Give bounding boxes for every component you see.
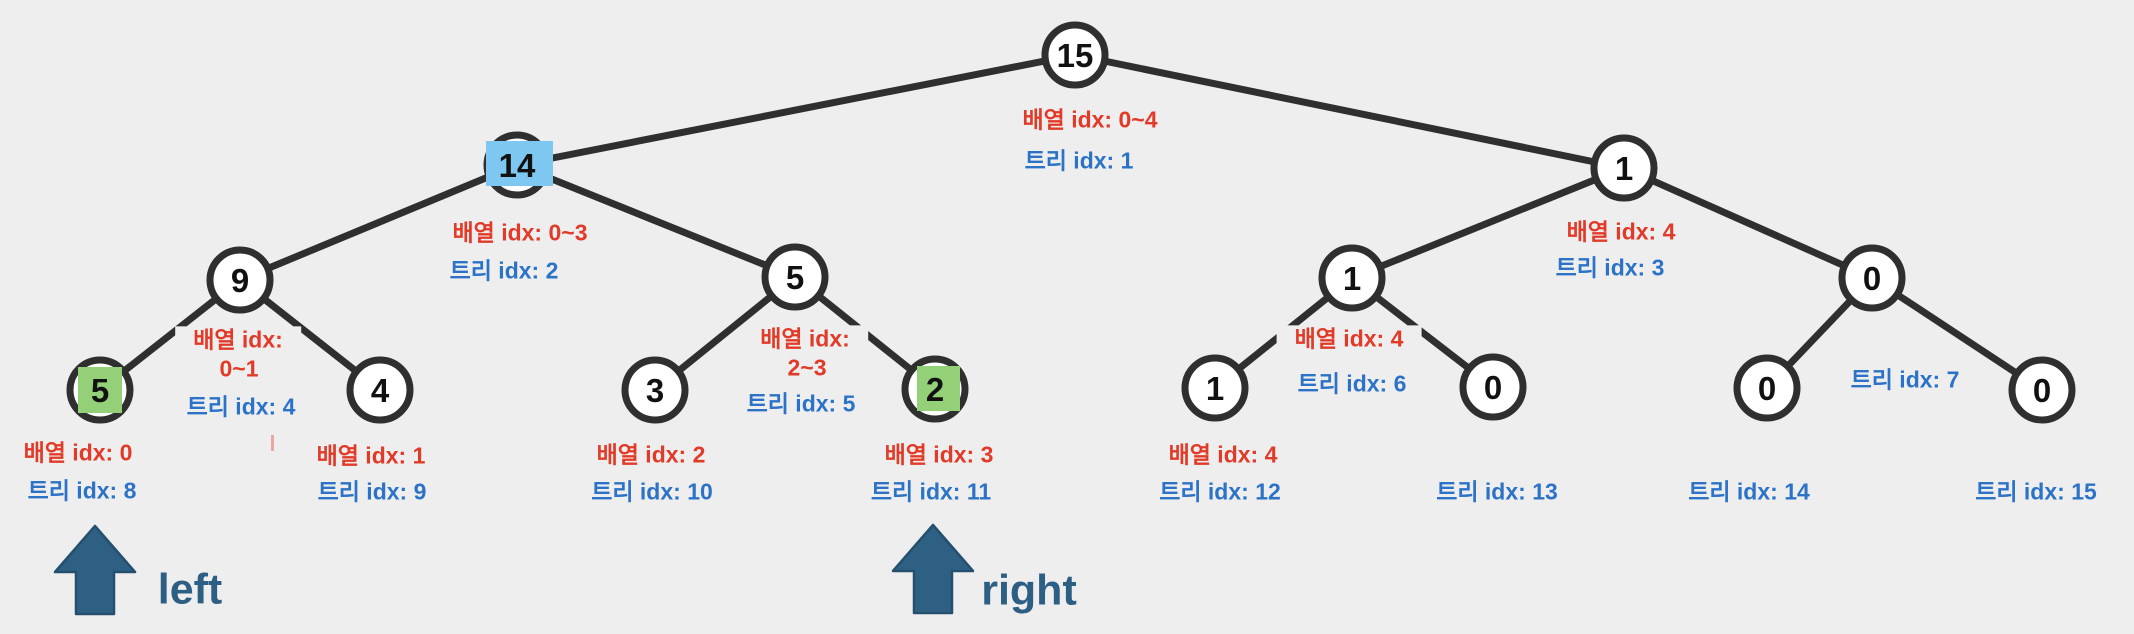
array-idx-label: 배열 idx: 4 <box>1276 325 1422 353</box>
tree-idx-label: 트리 idx: 12 <box>1159 478 1281 505</box>
tree-idx-label: 트리 idx: 11 <box>870 478 992 505</box>
array-idx-label: 배열 idx: <box>175 326 301 354</box>
left-arrow-label: left <box>157 565 223 614</box>
tree-idx-label: 트리 idx: 15 <box>1975 478 2097 505</box>
tree-edge <box>1868 274 2046 394</box>
array-idx-label: 배열 idx: 4 <box>1566 218 1676 245</box>
tree-edge <box>1071 51 1628 172</box>
tree-idx-label: 트리 idx: 6 <box>1279 370 1425 398</box>
array-idx-label: 배열 idx: 2 <box>596 441 706 468</box>
tree-node-value: 0 <box>1863 260 1881 297</box>
tree-node-value: 5 <box>91 372 109 409</box>
left-arrow-icon <box>53 524 137 616</box>
tree-node-circle <box>1181 354 1249 422</box>
tree-node-circle <box>2008 356 2076 424</box>
tree-node-value: 0 <box>1758 370 1776 407</box>
array-idx-label: 배열 idx: 4 <box>1168 441 1278 468</box>
tree-node-value: 5 <box>786 259 804 296</box>
tree-idx-label: 트리 idx: 2 <box>449 257 559 284</box>
tree-idx-label: 트리 idx: 1 <box>1024 147 1134 174</box>
array-idx-label: 배열 idx: <box>742 325 868 353</box>
array-idx-label: 배열 idx: 0~4 <box>1022 106 1158 133</box>
tree-node-circle <box>761 243 829 311</box>
tree-node-value: 15 <box>1057 37 1094 74</box>
tree-idx-label: 트리 idx: 9 <box>317 478 427 505</box>
tree-node-value: 2 <box>926 371 944 408</box>
tree-idx-label: 트리 idx: 8 <box>27 477 137 504</box>
tree-node-value: 1 <box>1206 370 1224 407</box>
tree-node-circle <box>1041 21 1109 89</box>
tree-idx-label: 트리 idx: 10 <box>591 478 713 505</box>
tree-node-circle <box>1459 353 1527 421</box>
tree-node-circle <box>1733 354 1801 422</box>
tree-node-circle <box>621 356 689 424</box>
node-highlight-green <box>78 367 122 413</box>
tree-edge <box>1620 164 1876 282</box>
tree-node-value: 14 <box>499 147 536 184</box>
node-highlight-green <box>917 366 960 411</box>
tree-node-circle <box>1838 244 1906 312</box>
tree-node-value: 0 <box>2033 372 2051 409</box>
tree-idx-label: 트리 idx: 14 <box>1688 478 1810 505</box>
tree-idx-label: 트리 idx: 3 <box>1555 254 1665 281</box>
tree-node-value: 0 <box>1484 369 1502 406</box>
array-idx-label: 배열 idx: 3 <box>884 441 994 468</box>
tree-idx-label: 트리 idx: 7 <box>1850 366 1960 393</box>
tree-edge <box>236 161 521 284</box>
array-idx-label: 2~3 <box>769 354 845 382</box>
array-idx-label: 0~1 <box>201 355 277 383</box>
tree-node-circle <box>346 356 414 424</box>
tree-edge <box>1348 164 1628 282</box>
tree-idx-label: 트리 idx: 13 <box>1436 478 1558 505</box>
tree-node-value: 3 <box>646 372 664 409</box>
array-idx-label: 배열 idx: 1 <box>316 442 426 469</box>
tree-node-circle <box>206 246 274 314</box>
right-arrow-label: right <box>981 566 1077 615</box>
array-idx-label: 배열 idx: 0~3 <box>452 219 588 246</box>
node-highlight-blue <box>486 141 553 186</box>
right-arrow-icon <box>891 523 975 615</box>
tree-edge <box>513 161 799 281</box>
tree-node-value: 1 <box>1615 150 1633 187</box>
tree-idx-label: 트리 idx: 4 <box>168 393 314 421</box>
tree-idx-label: 트리 idx: 5 <box>728 390 874 418</box>
stray-red-mark <box>271 435 274 451</box>
tree-node-circle <box>1590 134 1658 202</box>
tree-node-value: 9 <box>231 262 249 299</box>
tree-edge <box>513 51 1079 169</box>
tree-node-value: 4 <box>371 372 390 409</box>
tree-node-value: 1 <box>1343 260 1361 297</box>
tree-node-circle <box>1318 244 1386 312</box>
array-idx-label: 배열 idx: 0 <box>23 439 133 466</box>
